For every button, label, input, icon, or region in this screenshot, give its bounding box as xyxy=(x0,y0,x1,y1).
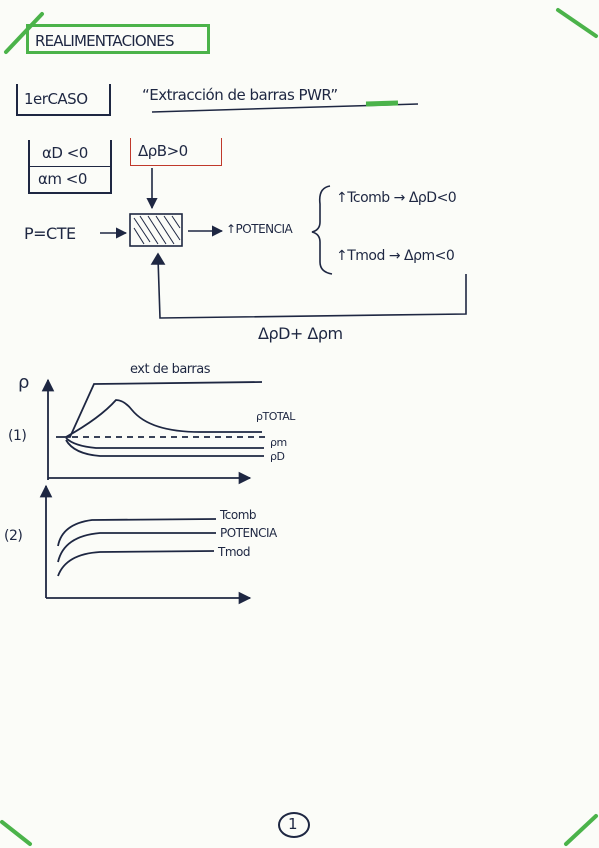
tmod-line: ↑Tmod → Δρm<0 xyxy=(336,248,455,264)
graph2-curve-tmod: Tmod xyxy=(218,545,250,559)
title-box: REALIMENTACIONES xyxy=(26,24,210,54)
coefficient-divider xyxy=(28,166,112,167)
case-label: 1erCASO xyxy=(24,90,88,108)
corner-mark-top-left xyxy=(4,12,44,54)
case-box xyxy=(16,84,111,116)
feedback-loop-line xyxy=(157,257,467,319)
feedback-arrowhead xyxy=(150,252,166,265)
corner-mark-top-right xyxy=(556,8,598,38)
page-number-circle xyxy=(278,812,310,838)
graph1-curve-d: ρD xyxy=(270,450,285,463)
coef-doppler: αD <0 xyxy=(42,144,88,162)
graph2-tcomb-curve xyxy=(57,518,217,547)
graph2-curve-potencia: POTENCIA xyxy=(220,526,277,540)
graph2-series-label: (2) xyxy=(4,528,23,544)
corner-mark-bottom-left xyxy=(0,820,32,846)
potencia-arrow-label: ↑POTENCIA xyxy=(226,222,293,236)
reactor-box xyxy=(129,213,183,247)
tcomb-line: ↑Tcomb → ΔρD<0 xyxy=(336,190,457,206)
feedback-sum: ΔρD+ Δρm xyxy=(258,324,343,343)
case-title: “Extracción de barras PWR” xyxy=(142,86,338,104)
graph1-rho-d-curve xyxy=(65,439,264,457)
graph1-annotation: ext de barras xyxy=(130,362,211,377)
page-number: 1 xyxy=(288,815,298,833)
graph1-ext-barras-curve xyxy=(56,381,263,438)
graph1-curve-total: ρTOTAL xyxy=(256,410,295,423)
branch-brace xyxy=(311,185,333,275)
p-cte-label: P=CTE xyxy=(24,224,76,243)
graph2-curve-tcomb: Tcomb xyxy=(220,508,257,522)
coef-moderator: αm <0 xyxy=(38,170,87,188)
page-title: REALIMENTACIONES xyxy=(35,32,175,50)
coefficient-box xyxy=(28,140,112,194)
delta-rho-b: ΔρB>0 xyxy=(138,142,188,160)
corner-mark-bottom-right xyxy=(564,814,598,846)
delta-rho-b-box xyxy=(130,138,222,166)
graph2-tmod-curve xyxy=(57,550,215,577)
reactor-hatching xyxy=(133,215,181,245)
graph2-potencia-curve xyxy=(57,532,216,563)
graph1-rho-m-curve xyxy=(65,437,264,449)
graph1-total-curve xyxy=(65,399,262,438)
graph1-curve-m: ρm xyxy=(270,436,287,449)
graph1-series-label: (1) xyxy=(8,428,27,444)
graph1-y-label: ρ xyxy=(18,372,29,393)
